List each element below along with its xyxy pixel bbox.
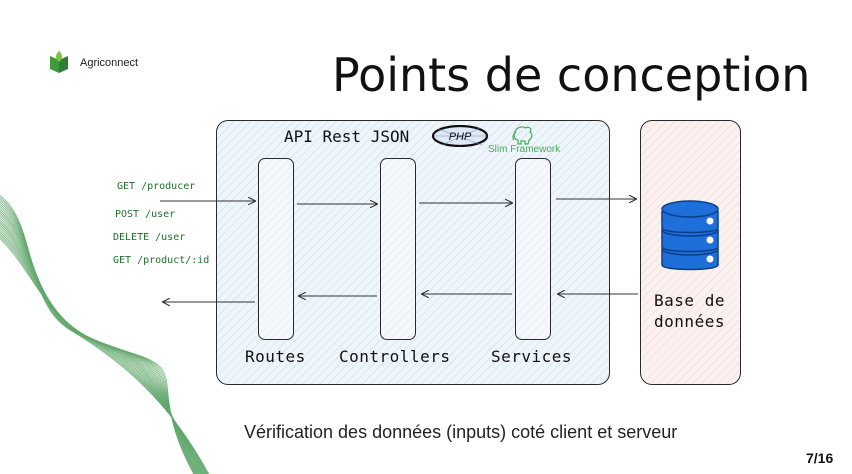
brand-name: Agriconnect [80, 57, 139, 69]
php-logo-icon: PHP [432, 125, 489, 147]
leaf-logo-icon [50, 51, 68, 73]
request-label: GET /product/:id [113, 255, 210, 266]
routes-column [258, 158, 294, 340]
layer-label-services: Services [491, 347, 573, 366]
wave-line [0, 238, 195, 474]
slide-title: Points de conception [332, 48, 811, 102]
request-label: GET /producer [117, 181, 196, 192]
page-number: 7/16 [806, 450, 834, 466]
php-logo-text: PHP [449, 131, 472, 143]
database-label: Base de données [640, 290, 739, 332]
layer-label-routes: Routes [245, 347, 306, 366]
layer-label-controllers: Controllers [339, 347, 451, 366]
services-column [515, 158, 551, 340]
api-title: API Rest JSON [284, 127, 410, 146]
request-label: DELETE /user [113, 232, 186, 243]
controllers-column [380, 158, 416, 340]
request-label: POST /user [115, 209, 176, 220]
slim-elephant-icon [512, 126, 533, 145]
database-label-line1: Base de [654, 291, 725, 310]
slide-caption: Vérification des données (inputs) coté c… [244, 422, 678, 442]
database-label-line2: données [654, 312, 725, 331]
slim-logo-text: Slim Framework [488, 144, 561, 155]
database-icon [661, 200, 719, 271]
